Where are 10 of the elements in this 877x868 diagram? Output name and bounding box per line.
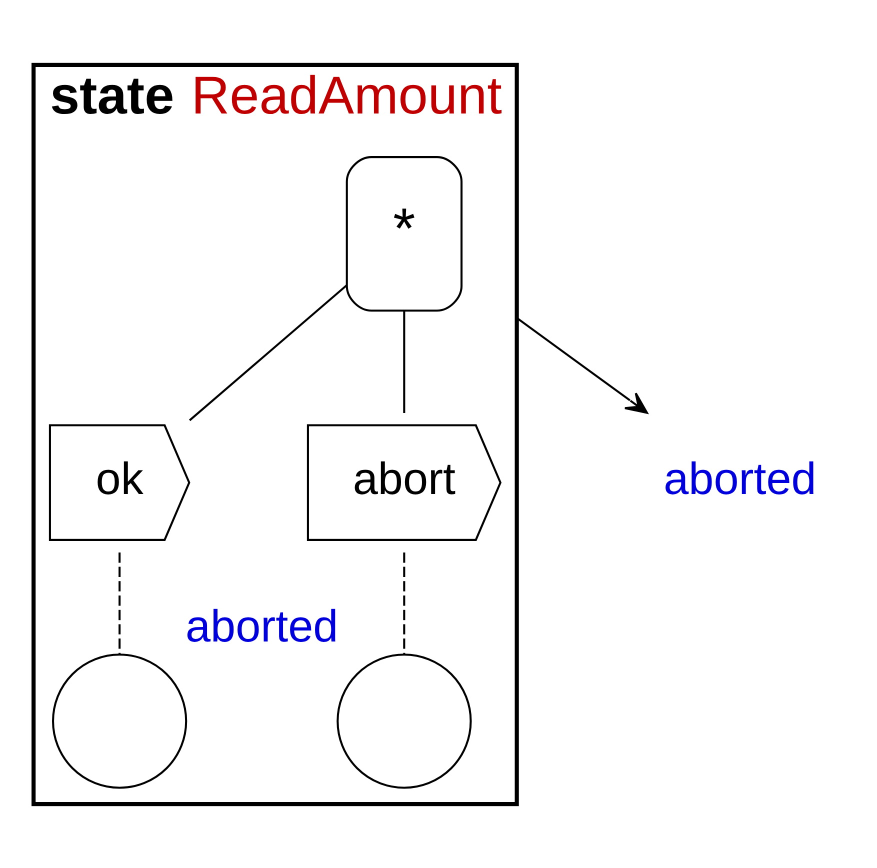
connector xyxy=(402,310,405,412)
arrow xyxy=(516,316,648,414)
node-label: aborted xyxy=(185,600,338,652)
connector xyxy=(402,552,405,654)
connector xyxy=(118,552,120,654)
node-circle xyxy=(52,653,187,788)
node-box: * xyxy=(345,156,462,312)
connector xyxy=(188,284,347,421)
node-circle xyxy=(336,653,472,788)
node-text: aborted xyxy=(663,452,816,504)
